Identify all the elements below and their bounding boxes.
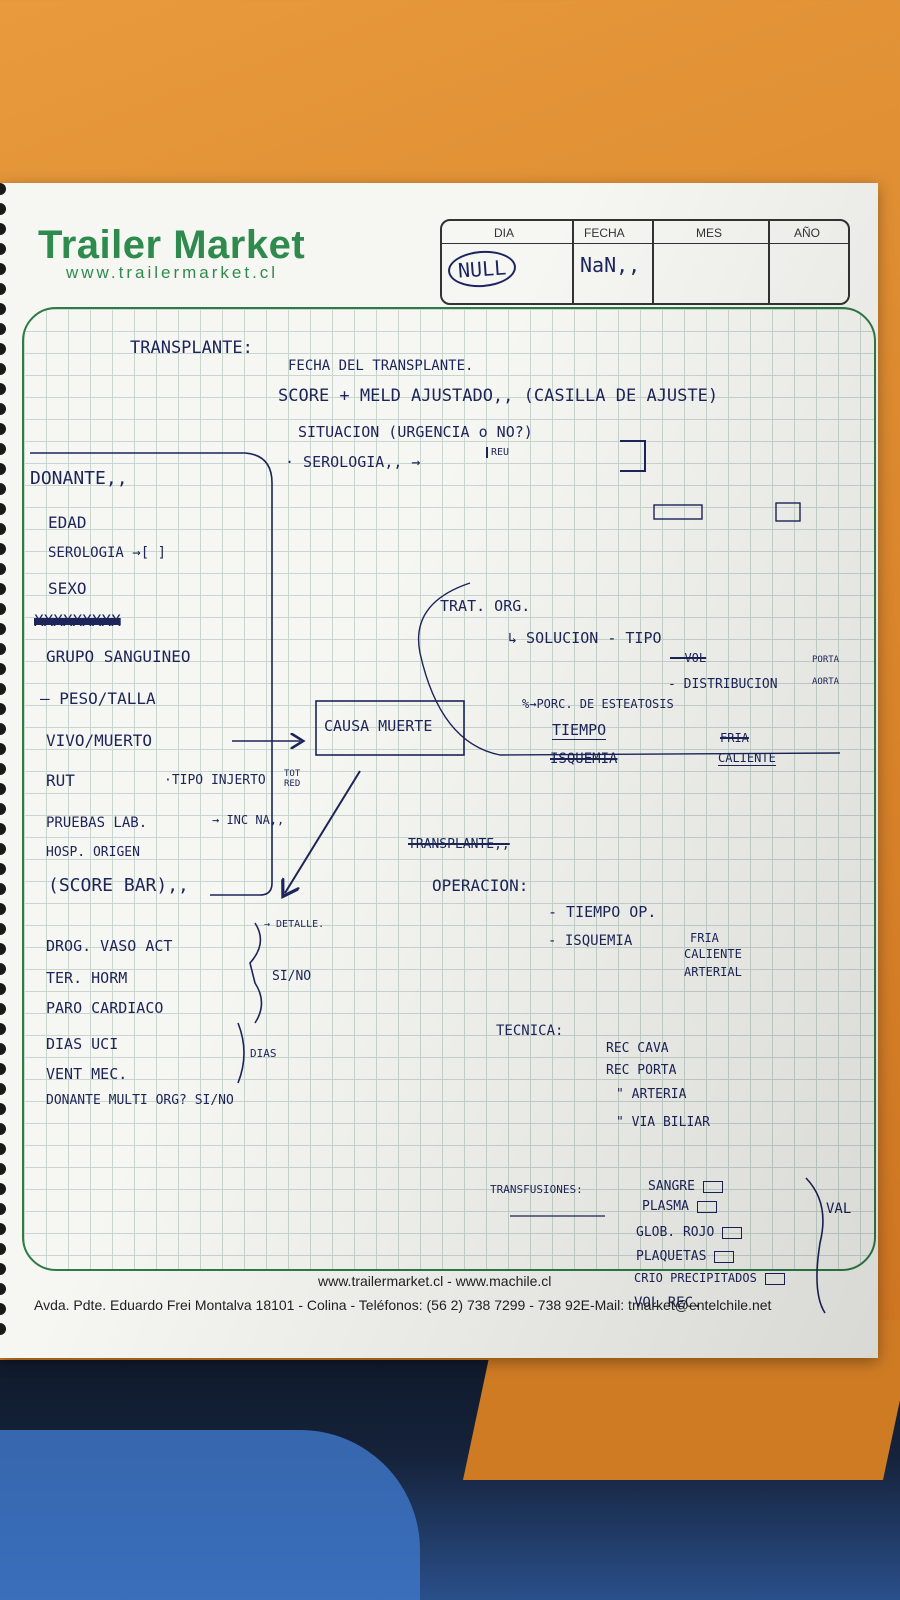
transfusion-item: PLASMA xyxy=(642,1199,717,1214)
tipo-injerto: ·TIPO INJERTO xyxy=(164,773,266,788)
donante-item: VIVO/MUERTO xyxy=(46,731,152,750)
isquemia-type: ARTERIAL xyxy=(684,965,742,979)
spiral-binding xyxy=(0,183,10,1358)
transfusion-item: CRIO PRECIPITADOS xyxy=(634,1271,785,1285)
donante-item: SEXO xyxy=(48,579,87,598)
fecha-value: NaN,, xyxy=(580,253,641,277)
transfusion-item: GLOB. ROJO xyxy=(636,1225,743,1240)
vol-struck: - VOL xyxy=(670,651,707,665)
transfusion-item: PLAQUETAS xyxy=(636,1249,735,1264)
brand-url: www.trailermarket.cl xyxy=(66,263,279,282)
grid-area xyxy=(22,307,876,1271)
inc-na: → INC NA,, xyxy=(212,813,285,827)
date-header-fecha: FECHA xyxy=(584,226,625,240)
serologia-box: REU xyxy=(486,447,509,458)
donante-title: DONANTE,, xyxy=(30,468,128,489)
si-no: SI/NO xyxy=(272,969,312,984)
transfusion-item: VOL REC. xyxy=(634,1295,702,1311)
donor-extra-item: PARO CARDIACO xyxy=(46,999,164,1017)
trat-org: TRAT. ORG. xyxy=(440,597,531,615)
caliente: CALIENTE xyxy=(718,751,776,766)
detalle: → DETALLE. xyxy=(264,919,325,930)
donante-item: GRUPO SANGUINEO xyxy=(46,647,191,666)
date-header-mes: MES xyxy=(696,226,723,240)
serologia: · SEROLOGIA,, → xyxy=(285,453,421,471)
isquemia-op: - ISQUEMIA xyxy=(548,933,633,949)
footer-email: E-Mail: tmarket@entelchile.net xyxy=(580,1297,772,1313)
transplante-title: TRANSPLANTE: xyxy=(130,338,253,358)
nul-mark: NULL xyxy=(446,248,518,290)
notebook-page: Trailer Market www.trailermarket.cl DIA … xyxy=(0,183,878,1358)
donante-item: — PESO/TALLA xyxy=(40,689,156,708)
brand-logo: Trailer Market xyxy=(38,223,306,267)
date-header-dia: DIA xyxy=(494,226,515,240)
aorta-label: AORTA xyxy=(812,677,840,687)
porta-label: PORTA xyxy=(812,655,840,665)
donor-extra-item: TER. HORM xyxy=(46,969,128,987)
date-header-ano: AÑO xyxy=(794,226,821,240)
date-box: DIA FECHA MES AÑO NULL NaN,, xyxy=(440,219,850,305)
operacion: OPERACION: xyxy=(432,876,529,895)
val-label: VAL xyxy=(826,1201,852,1217)
donor-extra-item: DROG. VASO ACT xyxy=(46,937,173,955)
isquemia-type: FRIA xyxy=(690,931,719,945)
porc-esteatosis: %→PORC. DE ESTEATOSIS xyxy=(522,697,674,711)
solucion-tipo: ↳ SOLUCION - TIPO xyxy=(508,629,662,647)
tecnica: TECNICA: xyxy=(496,1023,564,1039)
transfusion-item: SANGRE xyxy=(648,1179,723,1194)
tiempo-op: - TIEMPO OP. xyxy=(548,903,657,921)
isquemia: ISQUEMIA xyxy=(550,751,618,767)
donor-extra-item: DIAS UCI xyxy=(46,1035,119,1053)
score-meld: SCORE + MELD AJUSTADO,, (CASILLA DE AJUS… xyxy=(278,386,719,406)
tot-red: TOT RED xyxy=(284,769,301,789)
situacion: SITUACION (URGENCIA o NO?) xyxy=(298,423,533,441)
fecha-transplante: FECHA DEL TRANSPLANTE. xyxy=(288,358,474,374)
causa-muerte: CAUSA MUERTE xyxy=(324,717,433,735)
isquemia-type: CALIENTE xyxy=(684,947,742,961)
fria-struck: FRIA xyxy=(720,731,749,745)
donante-item: EDAD xyxy=(48,513,87,532)
donor-extra-item: VENT MEC. xyxy=(46,1065,128,1083)
tecnica-item: " ARTERIA xyxy=(616,1087,687,1102)
distribucion: - DISTRIBUCION xyxy=(668,677,778,692)
dias: DIAS xyxy=(250,1047,277,1060)
tecnica-item: REC CAVA xyxy=(606,1041,669,1056)
donante-item: HOSP. ORIGEN xyxy=(46,845,140,860)
donante-item: PRUEBAS LAB. xyxy=(46,815,148,831)
donor-extra-item: DONANTE MULTI ORG? SI/NO xyxy=(46,1093,234,1108)
footer-address: Avda. Pdte. Eduardo Frei Montalva 18101 … xyxy=(34,1297,772,1313)
donante-item: RUT xyxy=(46,771,75,790)
tecnica-item: " VIA BILIAR xyxy=(616,1115,710,1130)
transplante-struck: TRANSPLANTE,, xyxy=(408,837,510,852)
footer-urls: www.trailermarket.cl - www.machile.cl xyxy=(318,1273,552,1289)
donante-item: (SCORE BAR),, xyxy=(48,875,189,896)
transfusiones: TRANSFUSIONES: xyxy=(490,1183,583,1196)
tiempo: TIEMPO xyxy=(552,721,607,740)
donante-item: SEROLOGIA →[ ] xyxy=(48,545,167,561)
tecnica-item: REC PORTA xyxy=(606,1063,677,1078)
donante-item-struck: XXXXXXXXX xyxy=(34,611,121,630)
